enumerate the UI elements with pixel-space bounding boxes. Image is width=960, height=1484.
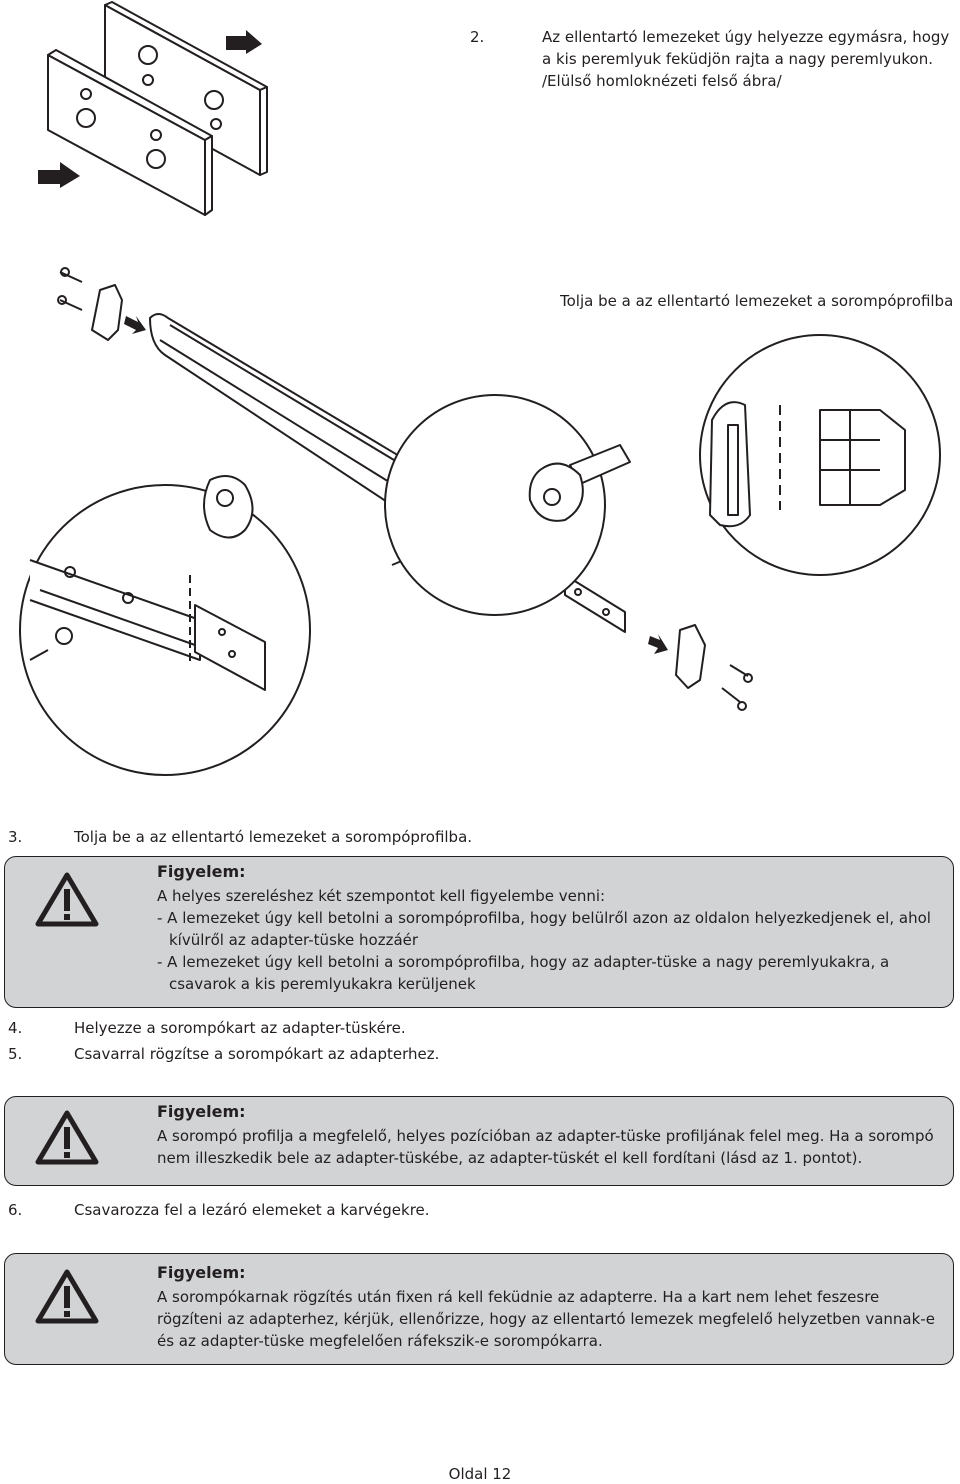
warning-body: A sorompókarnak rögzítés után fixen rá k… [157,1288,935,1350]
warning-box-2: Figyelem: A sorompó profilja a megfelelő… [4,1096,954,1186]
warning-triangle-icon [35,872,99,927]
step-number: 6. [8,1201,23,1219]
step-number: 3. [8,828,23,846]
step-text: Csavarozza fel a lezáró elemeket a karvé… [74,1201,430,1219]
profile-insertion-detail-circle [19,475,311,776]
warning-intro: A helyes szereléshez két szempontot kell… [157,887,606,905]
figure-caption: Tolja be a az ellentartó lemezeket a sor… [560,292,954,310]
step-text: Tolja be a az ellentartó lemezeket a sor… [74,828,473,846]
warning-heading: Figyelem: [157,862,246,881]
warning-body: A sorompó profilja a megfelelő, helyes p… [157,1127,934,1167]
adapter-detail-circle [384,394,631,616]
step-text: Az ellentartó lemezeket úgy helyezze egy… [542,28,950,90]
warning-item: - A lemezeket úgy kell betolni a sorompó… [157,953,890,993]
warning-heading: Figyelem: [157,1263,246,1282]
warning-box-1: Figyelem: A helyes szereléshez két szemp… [4,856,954,1008]
step-number: 2. [470,28,485,46]
step-3: 3. Tolja be a az ellentartó lemezeket a s… [8,826,472,848]
step-text: Helyezze a sorompókart az adapter-tüskér… [74,1019,406,1037]
warning-heading: Figyelem: [157,1102,246,1121]
page-number: Oldal 12 [448,1465,512,1483]
step-number: 5. [8,1045,23,1063]
warning-triangle-icon [35,1110,99,1165]
step-5: 5. Csavarral rögzítse a sorompókart az ad… [8,1043,439,1065]
cross-section-detail-circle [699,334,941,576]
counter-plates-figure [47,1,268,216]
warning-item: - A lemezeket úgy kell betolni a sorompó… [157,909,931,949]
step-4: 4. Helyezze a sorompókart az adapter-tüsk… [8,1017,406,1039]
assembly-illustrations [19,1,941,776]
warning-triangle-icon [35,1269,99,1324]
warning-body: A helyes szereléshez két szempontot kell… [157,885,947,995]
push-arrow-icon [38,30,262,188]
warning-box-3: Figyelem: A sorompókarnak rögzítés után … [4,1253,954,1365]
step-6: 6. Csavarozza fel a lezáró elemeket a kar… [8,1199,430,1221]
step-text: Csavarral rögzítse a sorompókart az adap… [74,1045,440,1063]
step-number: 4. [8,1019,23,1037]
